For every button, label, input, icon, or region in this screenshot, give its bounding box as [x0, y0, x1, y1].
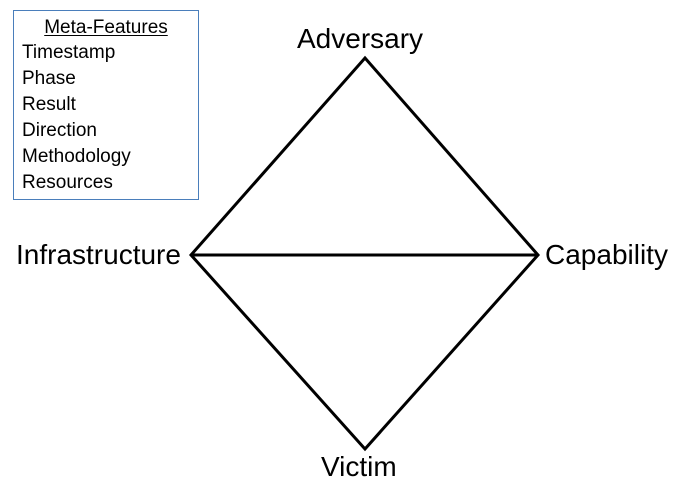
vertex-label-adversary: Adversary — [297, 23, 424, 54]
list-item: Methodology — [22, 146, 131, 167]
vertex-label-victim: Victim — [321, 451, 397, 482]
meta-features-list: Timestamp Phase Result Direction Methodo… — [14, 40, 198, 196]
list-item: Resources — [22, 172, 113, 193]
meta-features-title: Meta-Features — [44, 17, 168, 38]
meta-features-box: Meta-Features Timestamp Phase Result Dir… — [13, 10, 199, 200]
list-item: Result — [22, 94, 76, 115]
list-item: Direction — [22, 120, 97, 141]
vertex-label-infrastructure: Infrastructure — [16, 239, 181, 270]
list-item: Phase — [22, 68, 76, 89]
list-item: Timestamp — [22, 42, 116, 63]
vertex-label-capability: Capability — [545, 239, 668, 270]
